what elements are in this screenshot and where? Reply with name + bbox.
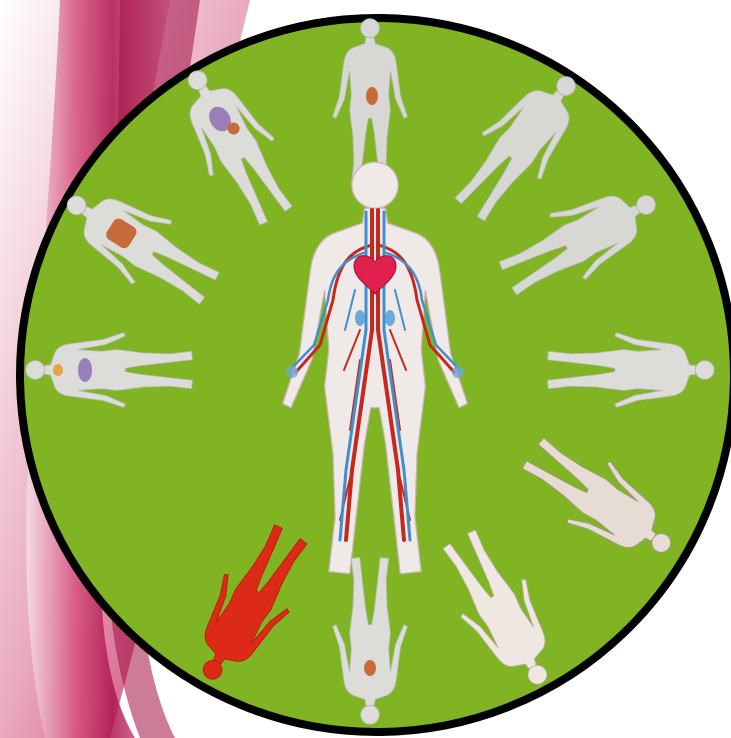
body-systems-illustration: [0, 0, 731, 738]
